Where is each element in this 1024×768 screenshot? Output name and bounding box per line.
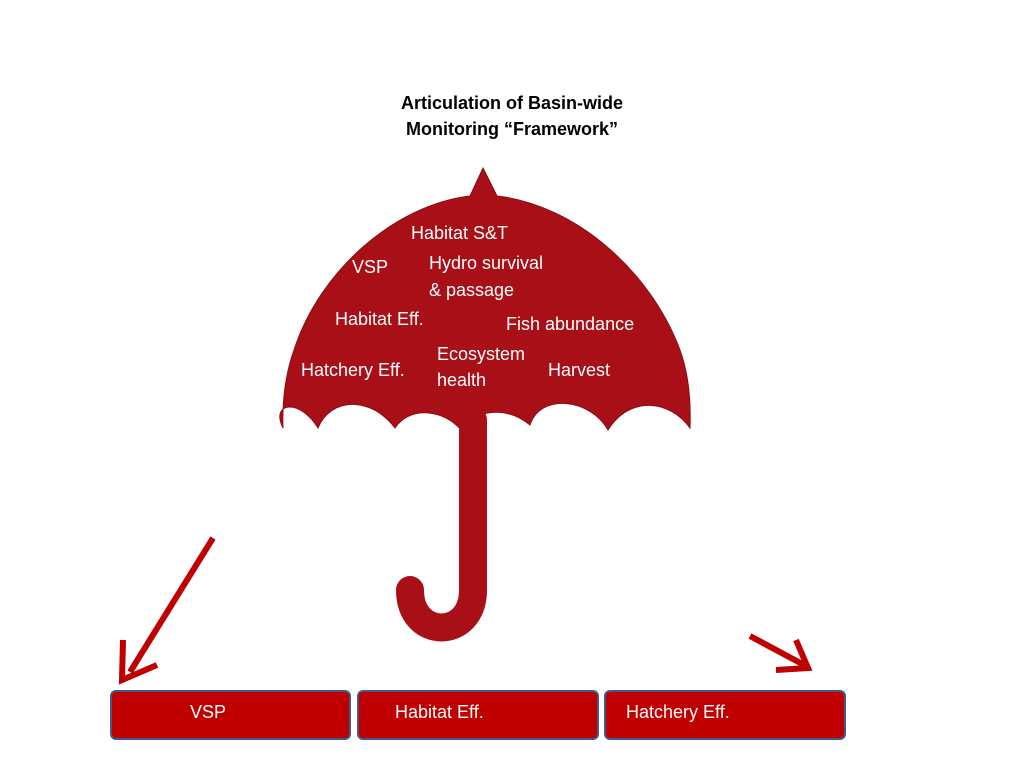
umbrella-handle <box>396 406 487 642</box>
title-line-2: Monitoring “Framework” <box>405 119 618 139</box>
label-habitat-eff: Habitat Eff. <box>335 309 424 329</box>
box-hatchery-eff: Hatchery Eff. <box>604 690 846 740</box>
right-arrow-head <box>775 638 813 673</box>
label-hatchery-eff: Hatchery Eff. <box>301 360 405 380</box>
right-arrow-shaft <box>748 633 808 669</box>
box-hatchery-eff-label: Hatchery Eff. <box>626 702 730 722</box>
left-arrow-shaft <box>127 536 216 674</box>
left-arrow-head <box>118 639 159 685</box>
label-fish-abundance: Fish abundance <box>506 314 635 334</box>
label-ecosystem-line-1: Ecosystem <box>437 344 526 364</box>
label-hydro-line-2: & passage <box>429 280 515 300</box>
diagram-title: Articulation of Basin-wide Monitoring “F… <box>312 90 712 142</box>
box-habitat-eff-label: Habitat Eff. <box>395 702 484 722</box>
label-hydro-line-1: Hydro survival <box>429 253 544 273</box>
label-habitat-st: Habitat S&T <box>411 223 509 243</box>
label-ecosystem-line-2: health <box>437 370 487 390</box>
title-line-1: Articulation of Basin-wide <box>400 93 623 113</box>
label-harvest: Harvest <box>548 360 611 380</box>
box-vsp-label: VSP <box>190 702 227 722</box>
label-vsp: VSP <box>352 257 389 277</box>
box-habitat-eff: Habitat Eff. <box>357 690 599 740</box>
box-vsp: VSP <box>110 690 351 740</box>
